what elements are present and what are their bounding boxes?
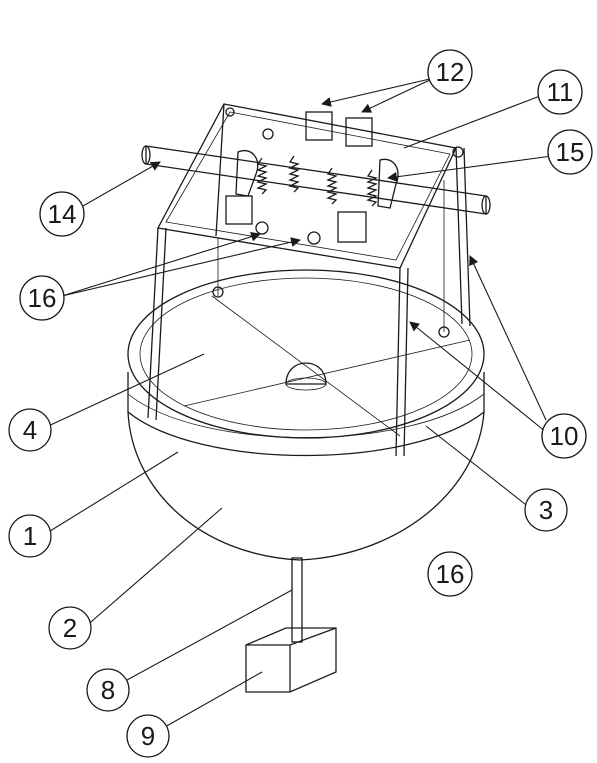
callout-15-label: 15 (556, 137, 585, 167)
anchor-block (245, 627, 337, 693)
callout-1-label: 1 (23, 521, 37, 551)
spring-4 (366, 169, 378, 207)
callout-10-label: 10 (550, 421, 579, 451)
callout-2-label: 2 (63, 613, 77, 643)
callout-11-label: 11 (547, 77, 574, 107)
callout-1: 1 (8, 514, 52, 558)
leader-lines (41, 77, 553, 733)
callout-3: 3 (524, 488, 568, 532)
callout-4: 4 (8, 408, 52, 452)
callout-2: 2 (48, 606, 92, 650)
spring-1 (256, 157, 268, 195)
block-12b (345, 117, 373, 147)
callout-11: 11 (537, 69, 583, 115)
shaft-group (141, 145, 491, 215)
spring-2 (288, 155, 300, 193)
callout-10: 10 (541, 413, 587, 459)
mooring-rod (291, 557, 303, 643)
callout-9-label: 9 (141, 721, 155, 751)
frame-top (157, 103, 457, 269)
spring-3 (326, 167, 338, 205)
shaft (145, 145, 487, 215)
callout-14: 14 (39, 191, 85, 237)
block-12a (305, 111, 333, 141)
callout-12: 12 (427, 49, 473, 95)
callout-4-label: 4 (23, 415, 37, 445)
hull-hemisphere (127, 411, 485, 561)
callout-16-right-label: 16 (436, 559, 465, 589)
hull-rim-band (127, 372, 485, 457)
mechanism-group (212, 107, 464, 338)
callout-8-label: 8 (101, 675, 115, 705)
callout-8: 8 (86, 668, 130, 712)
callout-16-left: 16 (19, 275, 65, 321)
deck-ellipse (127, 269, 485, 439)
mooring-group (245, 557, 337, 693)
callout-3-label: 3 (539, 495, 553, 525)
callout-12-label: 12 (436, 57, 465, 87)
callout-9: 9 (126, 714, 170, 758)
callout-16-right: 16 (427, 551, 473, 597)
callout-15: 15 (547, 129, 593, 175)
hull-group (127, 269, 485, 561)
callout-14-label: 14 (48, 199, 77, 229)
callout-16-left-label: 16 (28, 283, 57, 313)
